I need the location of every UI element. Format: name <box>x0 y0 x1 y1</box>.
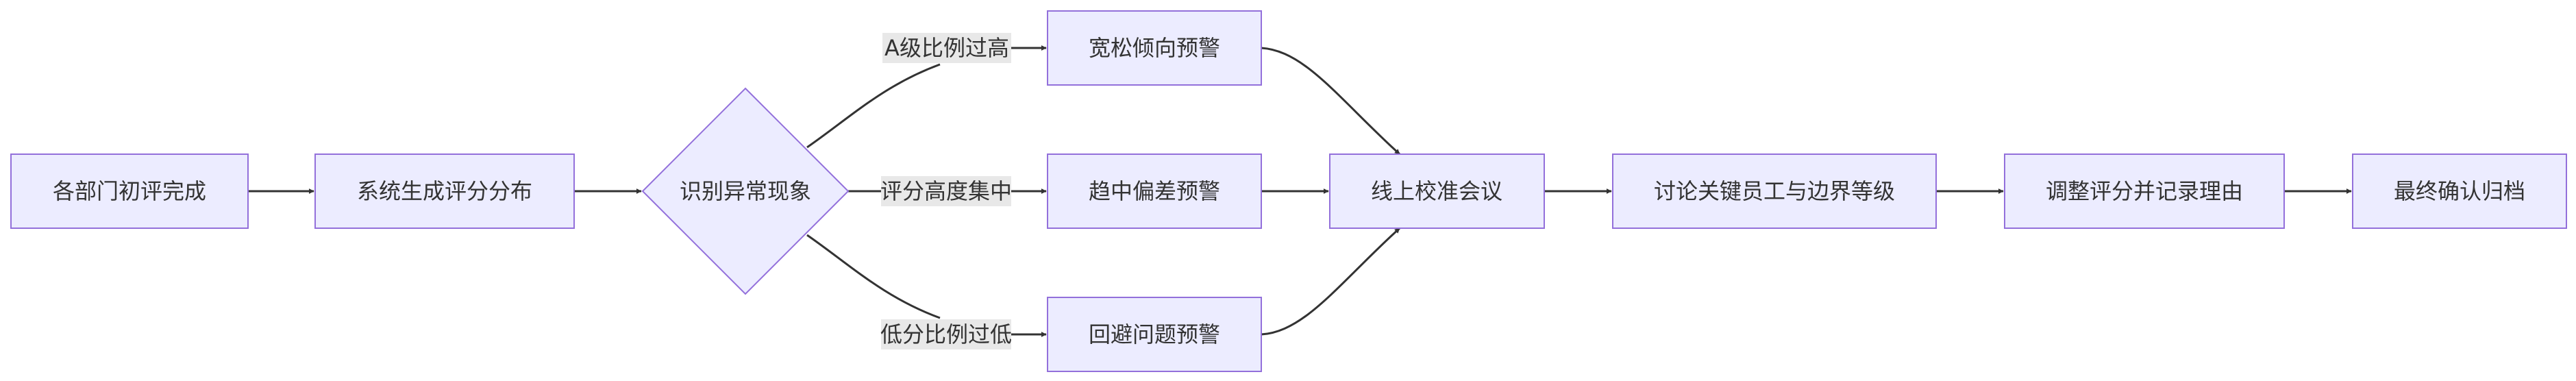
node-label: 趋中偏差预警 <box>1089 178 1220 204</box>
node-discuss-key-employees: 讨论关键员工与边界等级 <box>1612 153 1937 229</box>
edge-labels: A级比例过高 评分高度集中 低分比例过低 <box>880 33 1012 349</box>
edge-detect-to-avoidance <box>806 234 941 319</box>
node-label: 宽松倾向预警 <box>1089 35 1220 61</box>
node-lenient-warning: 宽松倾向预警 <box>1047 10 1262 86</box>
node-label: 调整评分并记录理由 <box>2046 178 2243 204</box>
node-system-generate-distribution: 系统生成评分分布 <box>314 153 575 229</box>
node-final-confirm-archive: 最终确认归档 <box>2352 153 2567 229</box>
edge-avoidance-to-meeting <box>1261 227 1401 336</box>
node-detect-anomaly-decision: 识别异常现象 <box>641 87 850 295</box>
edge-detect-to-lenient <box>806 63 941 149</box>
node-label: 线上校准会议 <box>1371 178 1502 204</box>
edge-label-concentrated: 评分高度集中 <box>880 178 1012 204</box>
node-central-tendency-warning: 趋中偏差预警 <box>1047 153 1262 229</box>
node-label: 各部门初评完成 <box>53 178 206 204</box>
node-initial-review-done: 各部门初评完成 <box>10 153 249 229</box>
node-label: 识别异常现象 <box>680 178 811 204</box>
node-adjust-and-record: 调整评分并记录理由 <box>2004 153 2285 229</box>
edge-label-low-ratio: 低分比例过低 <box>880 321 1012 347</box>
node-label: 系统生成评分分布 <box>357 178 532 204</box>
node-label: 最终确认归档 <box>2394 178 2525 204</box>
node-avoidance-warning: 回避问题预警 <box>1047 297 1262 372</box>
node-label: 回避问题预警 <box>1089 321 1220 347</box>
edge-label-a-ratio-high: A级比例过高 <box>884 35 1009 61</box>
edge-lenient-to-meeting <box>1261 47 1401 156</box>
edges <box>248 45 2352 337</box>
node-label: 讨论关键员工与边界等级 <box>1654 178 1895 204</box>
node-online-calibration-meeting: 线上校准会议 <box>1329 153 1545 229</box>
nodes: 各部门初评完成 系统生成评分分布 识别异常现象 宽松倾向预警 趋中偏差预警 回避… <box>10 10 2567 372</box>
